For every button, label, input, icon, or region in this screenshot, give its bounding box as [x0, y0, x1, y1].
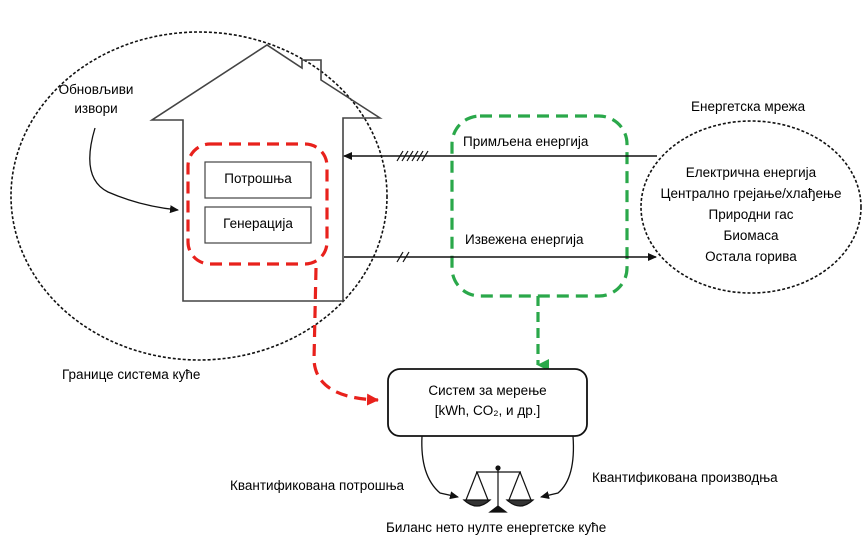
consumption-box [204, 161, 312, 199]
renewables-arrow [89, 127, 179, 214]
generation-label: Генерација [223, 216, 293, 231]
grid-items-list: Електрична енергија Централно грејање/хл… [642, 162, 860, 267]
exported-hatch-marks [396, 251, 410, 263]
received-energy-label: Примљена енергија [463, 134, 589, 149]
quantified-consumption-arrow [421, 435, 459, 500]
balance-caption: Биланс нето нулте енергетске куће [386, 520, 607, 535]
red-dashed-arrow [312, 267, 379, 406]
house-boundary-label: Границе система куће [62, 367, 201, 382]
metering-system-box [387, 368, 588, 437]
renewables-label: Обновљиви извори [50, 82, 142, 118]
grid-item: Остала горива [705, 249, 797, 264]
received-hatch-marks [396, 150, 429, 162]
grid-title: Енергетска мрежа [691, 99, 806, 114]
renewables-label-line1: Обновљиви [58, 82, 134, 97]
balance-scale-icon [462, 465, 535, 513]
grid-item: Природни гас [708, 207, 794, 222]
generation-box [204, 206, 312, 244]
consumption-label: Потрошња [224, 171, 292, 186]
house-outline [149, 44, 383, 302]
grid-item: Централно грејање/хлађење [660, 186, 842, 201]
exported-energy-label: Извежена енергија [465, 232, 584, 247]
metering-line1: Систем за мерење [428, 383, 547, 398]
grid-item: Електрична енергија [685, 165, 817, 180]
red-dashed-frame [186, 142, 329, 266]
quantified-production-label: Квантификована производња [592, 470, 778, 485]
grid-item: Биомаса [723, 228, 779, 243]
quantified-production-arrow [540, 435, 575, 500]
quantified-consumption-label: Квантификована потрошња [230, 478, 405, 493]
energy-grid-ellipse [640, 120, 862, 294]
renewables-label-line2: извори [74, 100, 118, 116]
metering-line2: [kWh, CO₂, и др.] [434, 403, 541, 418]
metering-system-label: Систем за мерење [kWh, CO₂, и др.] [388, 381, 587, 421]
house-boundary-ellipse [10, 31, 388, 361]
